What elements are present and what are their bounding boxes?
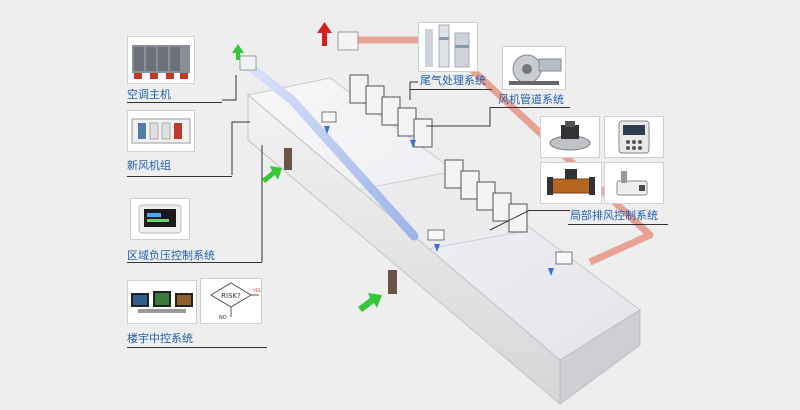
zone-pressure-underline bbox=[127, 262, 262, 263]
supply-duct bbox=[243, 60, 419, 241]
damper-actuator-image bbox=[540, 116, 600, 158]
exhaust-treatment-label: 尾气处理系统 bbox=[420, 74, 486, 87]
fan-duct-label: 风机管道系统 bbox=[498, 93, 564, 106]
risk-text: RISK? bbox=[221, 292, 241, 300]
fume-hood-row-1 bbox=[349, 74, 433, 148]
leader-line bbox=[489, 209, 531, 231]
controller-icon bbox=[618, 120, 650, 154]
diffuser bbox=[427, 229, 445, 241]
supply-arrow bbox=[434, 244, 440, 252]
chiller-label: 空调主机 bbox=[127, 88, 171, 101]
no-text: NO bbox=[219, 315, 227, 321]
leader-line bbox=[426, 107, 491, 127]
rooftop-fan-unit bbox=[239, 55, 257, 71]
local-exhaust-underline bbox=[568, 224, 668, 225]
yes-text: YES bbox=[252, 288, 261, 293]
chiller-unit-icon bbox=[132, 45, 190, 79]
sensor-icon bbox=[616, 171, 648, 196]
fresh-air-unit-label: 新风机组 bbox=[127, 159, 171, 172]
supply-arrow bbox=[324, 126, 330, 134]
side-wall bbox=[559, 309, 641, 405]
leader-line bbox=[409, 81, 418, 100]
chiller-underline bbox=[127, 102, 222, 103]
fresh-air-unit-underline bbox=[127, 176, 232, 177]
bms-monitors-image bbox=[127, 280, 197, 324]
controller-panel-image bbox=[604, 116, 664, 158]
pressure-controller-icon bbox=[138, 204, 182, 234]
actuator-icon bbox=[549, 121, 591, 151]
local-exhaust-underline bbox=[530, 210, 570, 211]
door bbox=[284, 148, 292, 170]
local-exhaust-label: 局部排风控制系统 bbox=[570, 209, 658, 222]
fan-duct-underline bbox=[490, 107, 570, 108]
fresh-air-unit-image bbox=[127, 110, 195, 152]
scrubber-tower-icon bbox=[425, 24, 470, 68]
bms-underline bbox=[127, 347, 267, 348]
door bbox=[388, 270, 397, 294]
fan-duct-image bbox=[502, 46, 566, 90]
bms-label: 楼宇中控系统 bbox=[127, 332, 193, 345]
centrifugal-fan-icon bbox=[509, 54, 562, 85]
diffuser bbox=[321, 111, 337, 123]
flowchart-icon: RISK? NO YES bbox=[210, 282, 261, 321]
fume-hood-row-2 bbox=[444, 159, 528, 233]
exhaust-treatment-underline bbox=[410, 89, 492, 90]
monitor-icon bbox=[131, 291, 193, 313]
fresh-air-inlet-arrow bbox=[232, 44, 244, 60]
rooftop-fan-unit bbox=[337, 31, 359, 51]
airflow-arrow bbox=[262, 166, 282, 183]
exhaust-treatment-image bbox=[418, 22, 478, 72]
leader-line bbox=[222, 75, 237, 101]
supply-arrow bbox=[548, 268, 554, 276]
air-handling-unit-icon bbox=[131, 118, 191, 144]
supply-arrow bbox=[410, 140, 416, 148]
valve-icon bbox=[547, 169, 595, 195]
exhaust-valve bbox=[555, 251, 573, 265]
chiller-image bbox=[127, 36, 195, 84]
risk-flowchart-image: RISK? NO YES bbox=[200, 278, 262, 324]
exhaust-outlet-arrow bbox=[317, 22, 332, 46]
zone-pressure-image bbox=[130, 198, 190, 240]
sensor-image bbox=[604, 162, 664, 204]
airflow-arrow bbox=[358, 293, 382, 312]
leader-line bbox=[231, 121, 250, 175]
zone-pressure-label: 区域负压控制系统 bbox=[127, 249, 215, 262]
venturi-valve-image bbox=[540, 162, 602, 204]
